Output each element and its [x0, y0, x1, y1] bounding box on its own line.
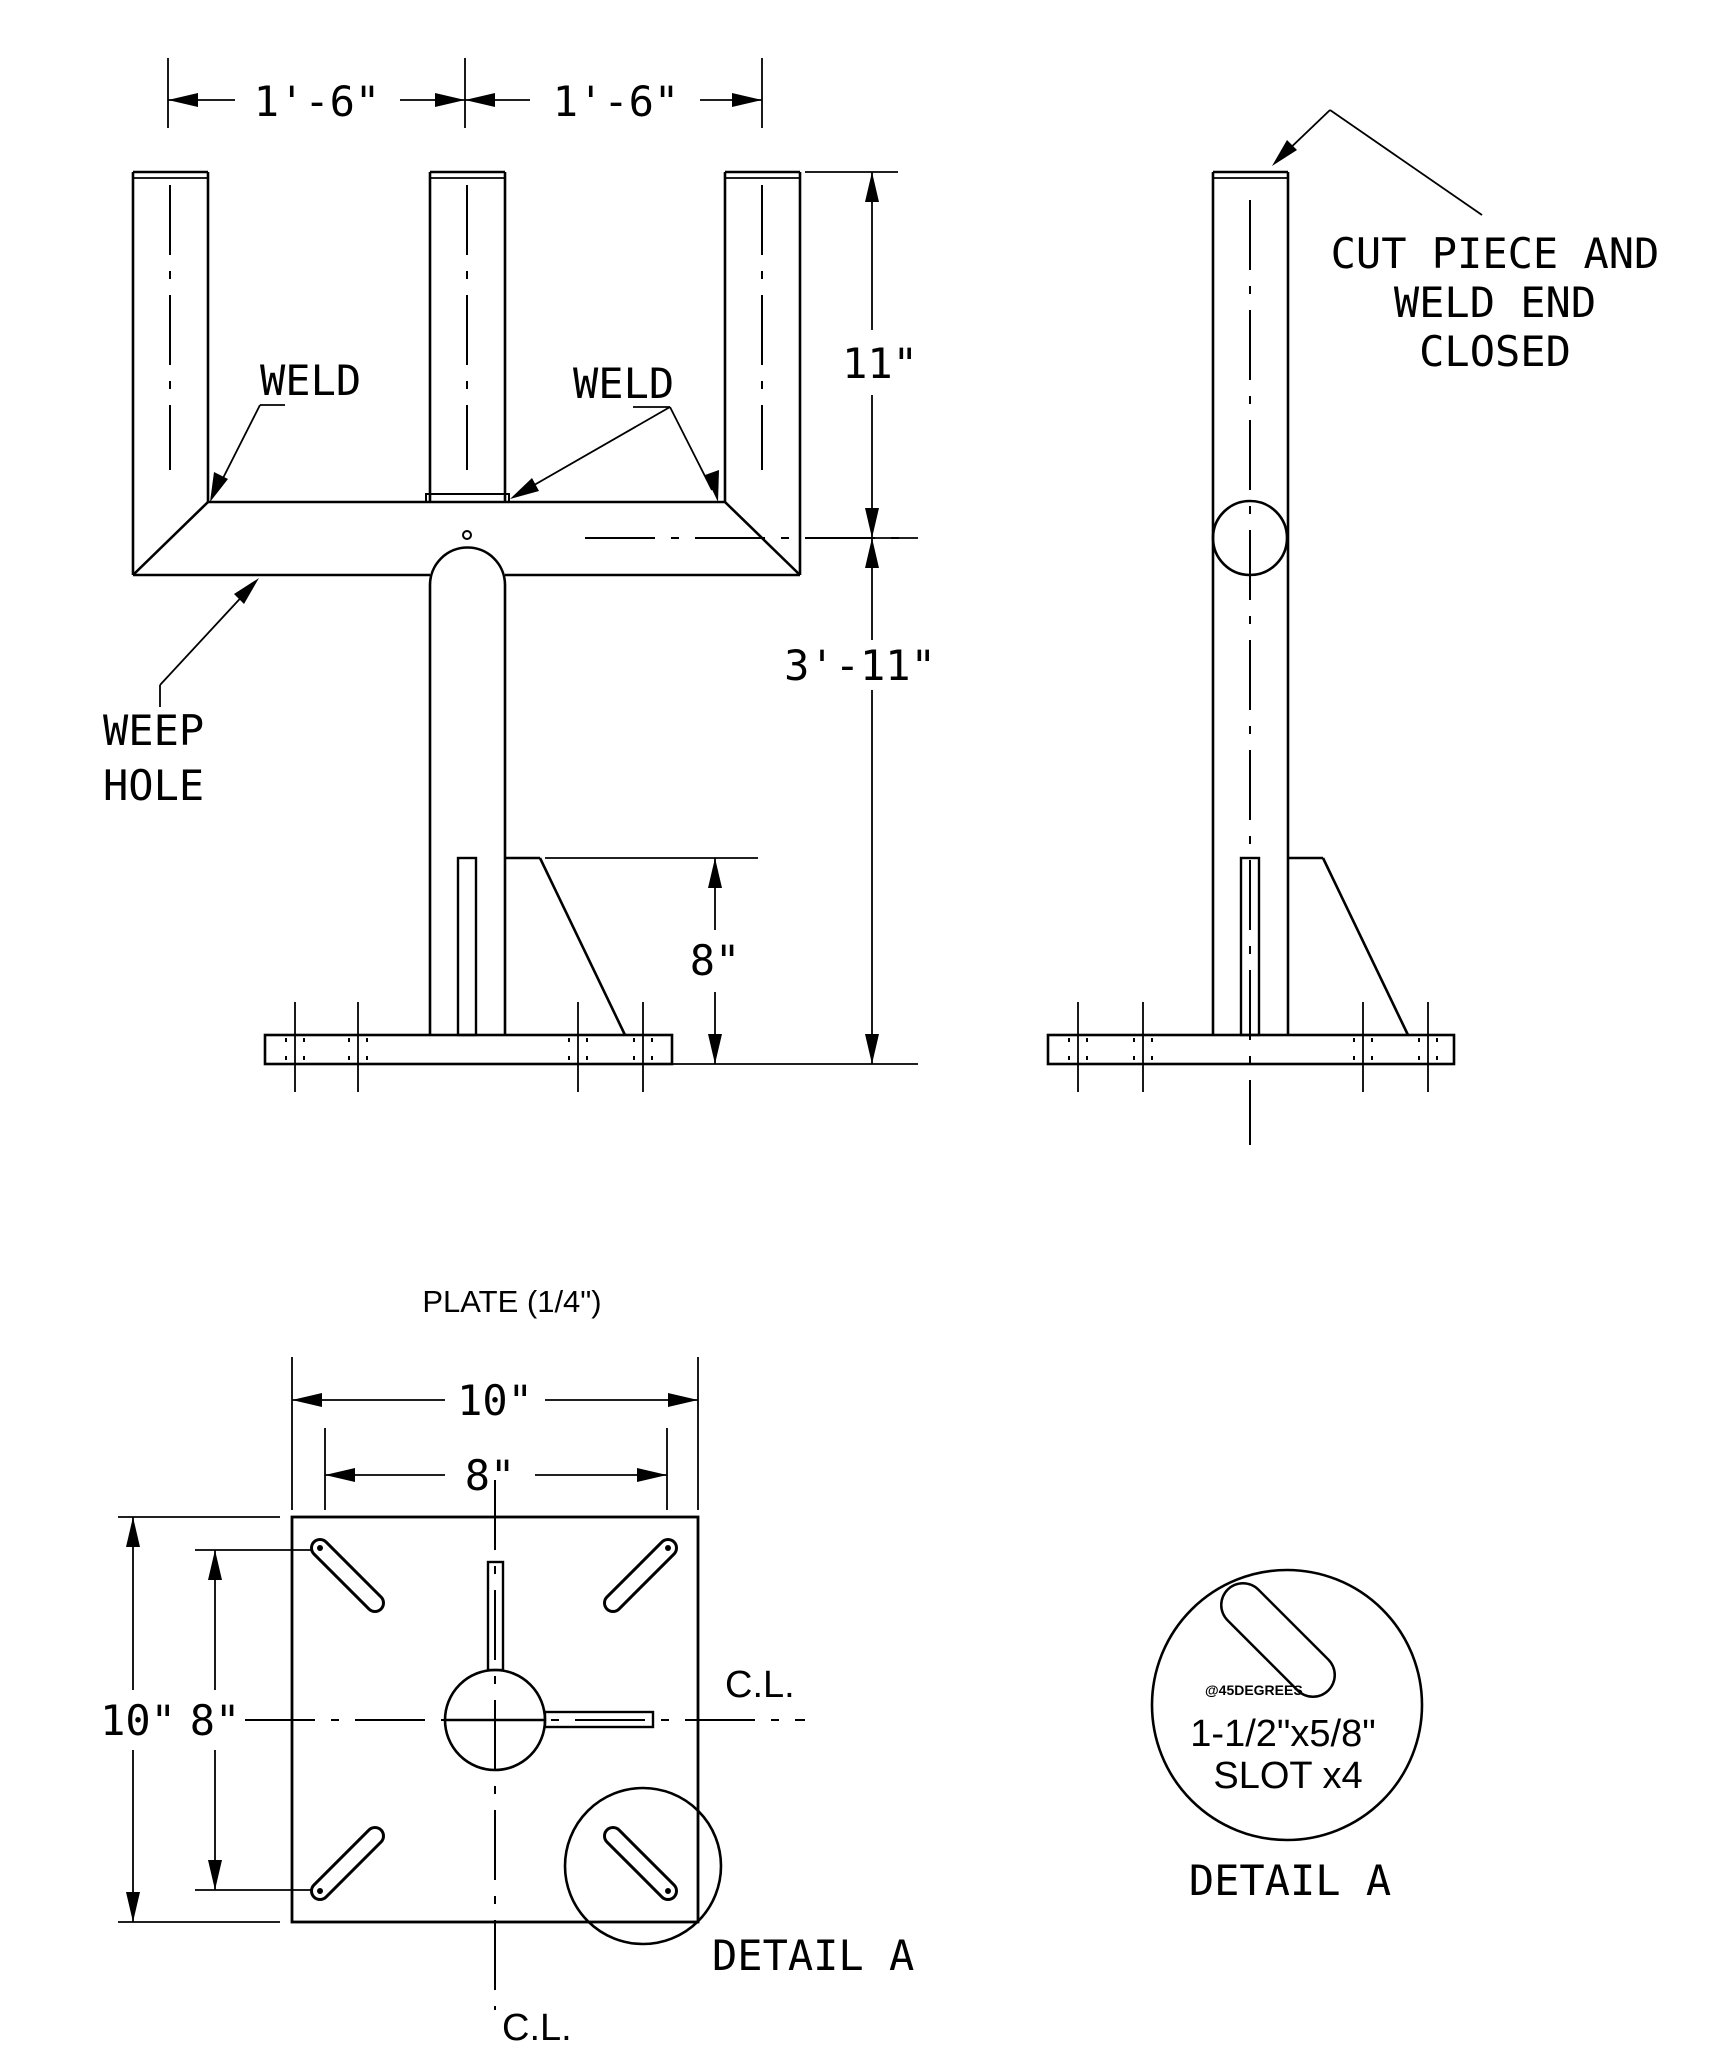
- slot-bottom-left: [310, 1826, 385, 1901]
- slot-top-right: [603, 1538, 678, 1613]
- arm-right: [723, 170, 802, 575]
- plate-view: PLATE (1/4") 10" 8" 10" 8": [100, 1284, 914, 2048]
- dim-plate-height-inner: 8": [190, 1696, 241, 1745]
- detail-a-title: DETAIL A: [1189, 1856, 1391, 1905]
- dim-plate-width-outer: 10": [457, 1376, 533, 1425]
- detail-a-slot-size: 1-1/2"x5/8": [1190, 1713, 1375, 1755]
- dim-span-left: 1'-6": [254, 77, 380, 126]
- detail-a: @45DEGREES 1-1/2"x5/8" SLOT x4 DETAIL A: [1150, 1568, 1424, 1905]
- detail-a-callout-label: DETAIL A: [712, 1931, 914, 1980]
- detail-a-callout-circle: [563, 1786, 723, 1946]
- base-plate-front: [263, 1002, 674, 1092]
- cut-piece-note-1: CUT PIECE AND: [1331, 229, 1660, 278]
- arm-center: [425, 170, 510, 503]
- centerline-vertical: C.L.: [502, 2007, 572, 2048]
- arm-left: [131, 170, 210, 575]
- detail-a-angle-label: @45DEGREES: [1205, 1682, 1303, 1698]
- cut-piece-note-3: CLOSED: [1419, 327, 1571, 376]
- dim-span: 1'-6" 1'-6": [167, 58, 763, 128]
- dim-gusset-height: 8": [690, 936, 741, 985]
- weep-hole-label-2: HOLE: [103, 761, 204, 810]
- detail-a-slot-count: SLOT x4: [1213, 1755, 1362, 1797]
- cut-piece-callout: CUT PIECE AND WELD END CLOSED: [1272, 109, 1660, 376]
- dim-span-right: 1'-6": [553, 77, 679, 126]
- crossbar: [132, 500, 915, 577]
- centerline-horizontal: C.L.: [725, 1664, 795, 1706]
- weld-right-callout: WELD: [510, 359, 719, 502]
- post: [428, 546, 507, 1037]
- front-view: 1'-6" 1'-6": [103, 58, 936, 1092]
- cut-piece-note-2: WELD END: [1394, 278, 1596, 327]
- dim-heights: 11" 3'-11" 8": [545, 171, 936, 1065]
- weep-hole-label-1: WEEP: [103, 706, 204, 755]
- dim-plate-height-outer: 10": [100, 1696, 176, 1745]
- weld-right-label: WELD: [573, 359, 674, 408]
- weld-left-callout: WELD: [210, 356, 361, 502]
- weld-left-label: WELD: [260, 356, 361, 405]
- weep-hole-icon: [462, 530, 472, 540]
- dim-arm-height: 11": [842, 339, 918, 388]
- dim-plate-width-inner: 8": [465, 1451, 516, 1500]
- plate-title: PLATE (1/4"): [422, 1284, 601, 1319]
- slot-top-left: [310, 1538, 385, 1613]
- weep-hole-callout: WEEP HOLE: [103, 578, 259, 810]
- dim-post-height: 3'-11": [784, 641, 936, 690]
- slot-bottom-right: [603, 1826, 678, 1901]
- gusset: [505, 856, 627, 1036]
- side-view: CUT PIECE AND WELD END CLOSED: [1046, 109, 1660, 1145]
